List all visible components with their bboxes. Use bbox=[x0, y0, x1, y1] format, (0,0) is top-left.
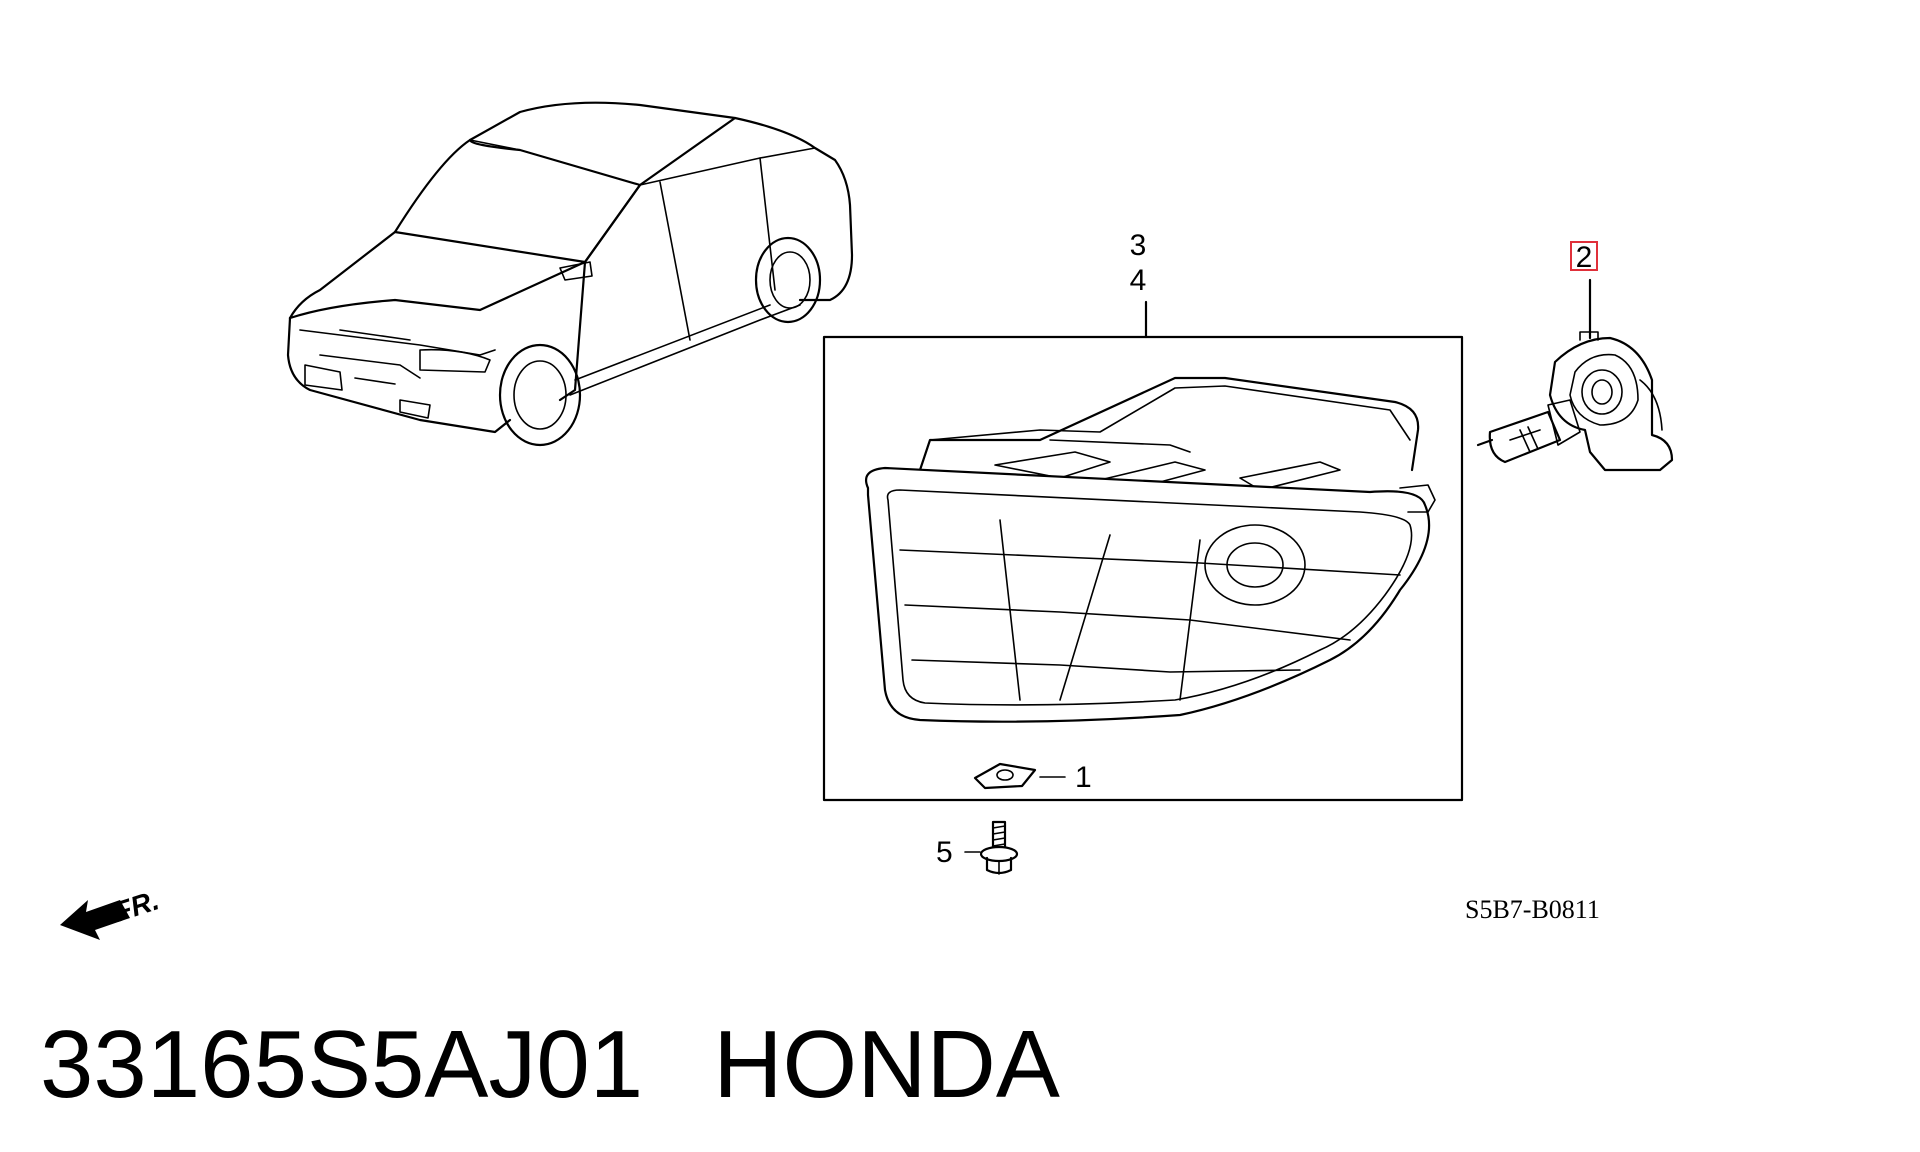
part-number: 33165S5AJ01 bbox=[40, 1011, 644, 1118]
callout-2: 2 bbox=[1576, 241, 1593, 274]
assembly-box bbox=[822, 335, 1464, 802]
front-arrow-icon bbox=[60, 900, 130, 940]
fog-light-assembly-group: 3 4 bbox=[822, 229, 1464, 802]
diagram-code: S5B7-B0811 bbox=[1465, 895, 1600, 924]
callout-4: 4 bbox=[1130, 264, 1147, 297]
callout-2-highlight-box bbox=[1570, 241, 1598, 271]
front-direction-indicator: FR. bbox=[60, 884, 163, 940]
callout-3: 3 bbox=[1130, 229, 1147, 262]
car-illustration bbox=[286, 101, 854, 447]
callout-1: 1 bbox=[1075, 761, 1092, 794]
clip-part: 1 bbox=[973, 761, 1092, 794]
front-label: FR. bbox=[110, 884, 162, 927]
fog-light-unit bbox=[864, 376, 1436, 723]
bulb-part: 2 bbox=[1476, 241, 1674, 472]
brand-name: HONDA bbox=[713, 1011, 1060, 1118]
part-caption: 33165S5AJ01 HONDA bbox=[40, 1010, 1060, 1120]
callout-5: 5 bbox=[936, 836, 953, 869]
bolt-part: 5 bbox=[936, 820, 1019, 875]
